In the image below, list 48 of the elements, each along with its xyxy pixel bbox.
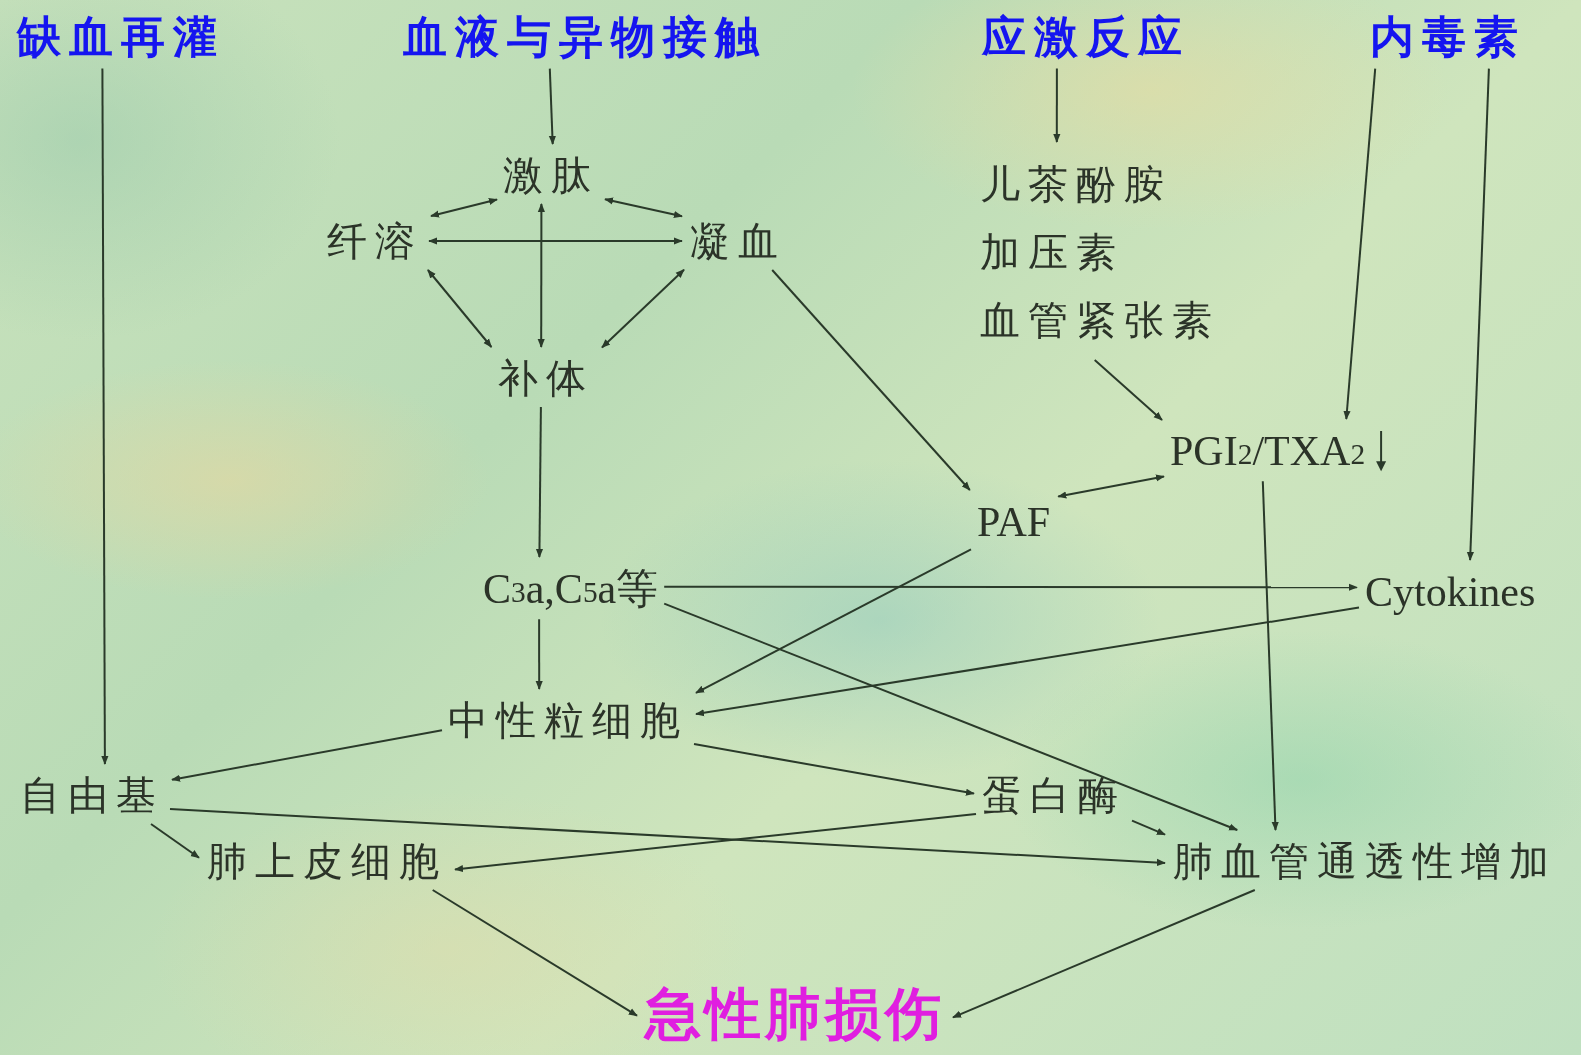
arrow bbox=[663, 602, 1239, 831]
arrow bbox=[1343, 67, 1377, 420]
arrow bbox=[1093, 359, 1163, 421]
double-arrow bbox=[428, 237, 683, 245]
pathway-term: 中性粒细胞 bbox=[448, 697, 688, 743]
mediator-term: PAF bbox=[977, 498, 1051, 547]
arrow bbox=[171, 729, 443, 782]
pathway-term: 儿茶酚胺 bbox=[980, 160, 1172, 209]
arrow bbox=[535, 618, 543, 690]
cause-heading: 血液与异物接触 bbox=[403, 12, 767, 63]
cause-heading: 缺血再灌 bbox=[17, 12, 225, 63]
arrow bbox=[693, 743, 975, 796]
double-arrow bbox=[604, 197, 683, 218]
arrow bbox=[1261, 480, 1279, 831]
pathway-term: 加压素 bbox=[980, 228, 1124, 277]
pathway-term: 肺上皮细胞 bbox=[207, 838, 447, 884]
arrow bbox=[695, 606, 1360, 717]
double-arrow bbox=[426, 269, 493, 348]
arrow bbox=[535, 406, 544, 558]
pathway-term: 纤溶 bbox=[327, 218, 423, 264]
double-arrow bbox=[430, 197, 498, 218]
double-arrow bbox=[601, 268, 685, 349]
arrow bbox=[1131, 819, 1166, 836]
pathway-term: 肺血管通透性增加 bbox=[1173, 838, 1557, 884]
arrow bbox=[150, 823, 200, 859]
pathway-term: 蛋白酶 bbox=[982, 772, 1126, 818]
pathway-term: 凝血 bbox=[690, 218, 786, 264]
cause-heading: 应激反应 bbox=[982, 12, 1190, 63]
pathway-term: 自由基 bbox=[20, 772, 164, 818]
pathway-term: 补体 bbox=[498, 355, 594, 401]
arrow bbox=[695, 548, 972, 694]
cause-heading: 内毒素 bbox=[1370, 12, 1526, 63]
pathway-term: 血管紧张素 bbox=[980, 296, 1220, 345]
arrow bbox=[952, 889, 1256, 1019]
arrow bbox=[169, 808, 1166, 867]
mediator-term: Cytokines bbox=[1365, 568, 1536, 617]
arrow bbox=[663, 583, 1358, 591]
outcome-heading: 急性肺损伤 bbox=[645, 982, 945, 1047]
double-arrow bbox=[537, 203, 545, 348]
double-arrow bbox=[1057, 474, 1165, 499]
arrow bbox=[101, 67, 109, 765]
arrow bbox=[771, 269, 971, 491]
arrow bbox=[548, 67, 556, 145]
arrow bbox=[454, 813, 977, 873]
arrow bbox=[1466, 67, 1490, 561]
arrow bbox=[1053, 67, 1061, 143]
pathway-term: 激肽 bbox=[503, 152, 599, 198]
arrow bbox=[431, 889, 638, 1017]
